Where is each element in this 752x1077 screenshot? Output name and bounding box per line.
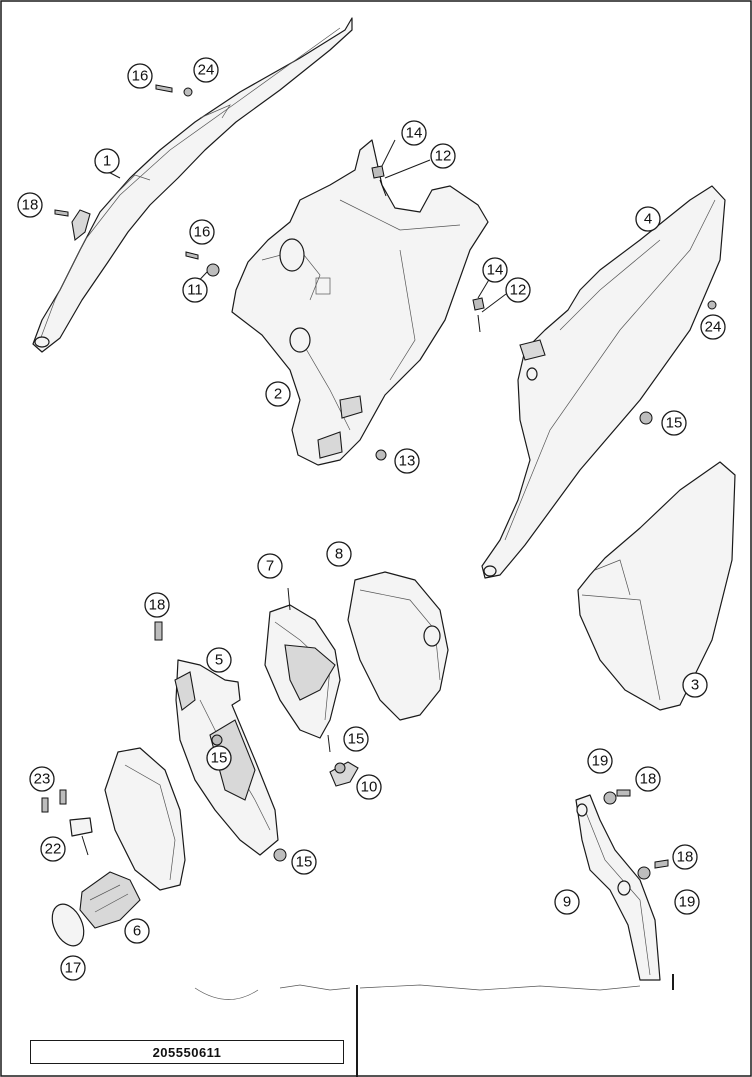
callout-label: 16 [132,68,149,85]
callout-15-box: 15 [206,745,232,771]
callout-18-right-bottom: 18 [672,844,698,870]
callout-label: 15 [348,731,365,748]
callout-4: 4 [635,206,661,232]
callout-label: 19 [679,894,696,911]
callout-18-mid: 18 [144,592,170,618]
callout-19-bottom: 19 [674,889,700,915]
callout-11: 11 [182,277,208,303]
callout-label: 8 [335,546,343,563]
callout-15-right: 15 [661,410,687,436]
callout-7: 7 [257,553,283,579]
part-22-sensor [69,817,93,856]
hardware-items [41,84,717,880]
callout-5: 5 [206,647,232,673]
callout-13: 13 [394,448,420,474]
callout-label: 18 [22,197,39,214]
callout-23: 23 [29,766,55,792]
callout-label: 15 [666,415,683,432]
part-8-air-filter [347,571,449,721]
callout-label: 19 [592,753,609,770]
callout-label: 15 [211,750,228,767]
callout-label: 4 [644,211,652,228]
callout-label: 23 [34,771,51,788]
part-6-intake-boot [79,747,186,929]
callout-3: 3 [682,672,708,698]
part-2-air-box [231,139,489,466]
callout-16-top: 16 [127,63,153,89]
callout-9: 9 [554,889,580,915]
callout-15-bottom: 15 [291,849,317,875]
part-9-frame-guard [575,794,661,981]
callout-label: 5 [215,652,223,669]
callout-10: 10 [356,774,382,800]
callout-18-top: 18 [17,192,43,218]
callout-14-mid: 14 [482,257,508,283]
callout-label: 9 [563,894,571,911]
callout-18-right-top: 18 [635,766,661,792]
callout-label: 18 [640,771,657,788]
callout-label: 12 [510,282,527,299]
callout-12-top: 12 [430,143,456,169]
callout-label: 15 [296,854,313,871]
callout-16-mid: 16 [189,219,215,245]
callout-label: 18 [677,849,694,866]
callout-15-filter: 15 [343,726,369,752]
callout-label: 10 [361,779,378,796]
callout-label: 17 [65,960,82,977]
part-17-clamp [51,903,85,947]
callout-12-mid: 12 [505,277,531,303]
callout-22: 22 [40,836,66,862]
callout-1: 1 [94,148,120,174]
callout-6: 6 [124,918,150,944]
callout-2: 2 [265,381,291,407]
part-10-clip [329,761,359,787]
part-4-side-cover [481,185,726,579]
callout-8: 8 [326,541,352,567]
callout-24-top: 24 [193,57,219,83]
callout-label: 2 [274,386,282,403]
part-7-filter-cage [264,587,341,753]
callout-label: 24 [705,319,722,336]
callout-label: 14 [406,125,423,142]
callout-label: 3 [691,677,699,694]
callout-label: 18 [149,597,166,614]
callout-label: 24 [198,62,215,79]
callout-label: 14 [487,262,504,279]
callout-label: 1 [103,153,111,170]
callout-17: 17 [60,955,86,981]
bottom-cropped-shapes [194,984,641,1000]
callout-14-top: 14 [401,120,427,146]
callout-19-top: 19 [587,748,613,774]
callout-label: 13 [399,453,416,470]
callout-label: 22 [45,841,62,858]
callout-label: 6 [133,923,141,940]
callout-label: 12 [435,148,452,165]
part-3-side-panel [577,461,736,711]
callout-label: 16 [194,224,211,241]
document-number: 205550611 [152,1044,222,1060]
callout-label: 11 [187,282,203,299]
callout-label: 7 [266,558,274,575]
part-1-side-strip [32,17,353,353]
document-number-box: 205550611 [30,1040,344,1064]
callout-24-right: 24 [700,314,726,340]
